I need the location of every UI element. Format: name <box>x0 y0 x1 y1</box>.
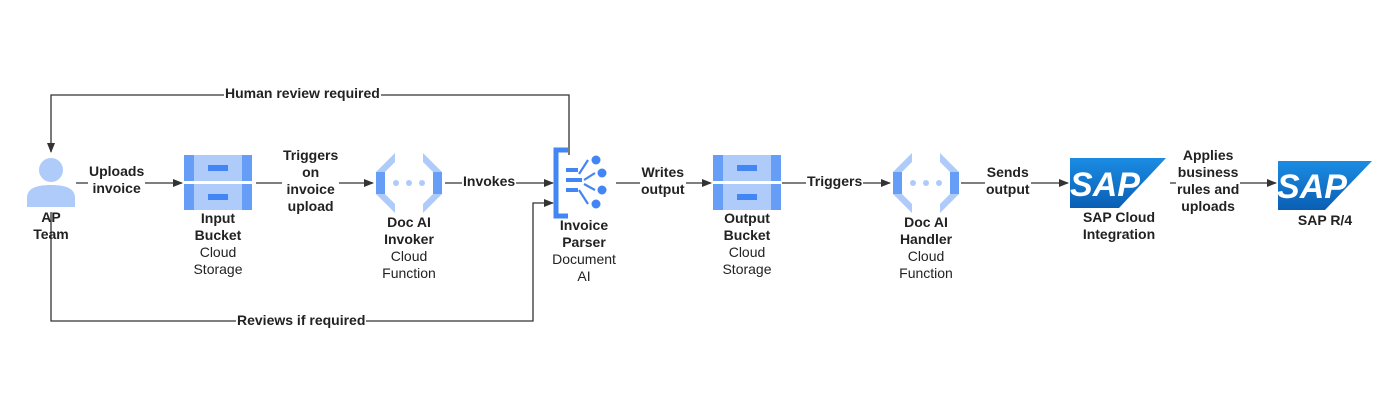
sap-logo-icon[interactable]: SAP ® <box>1277 161 1372 210</box>
document-ai-icon[interactable] <box>553 147 607 219</box>
storage-bucket-icon[interactable] <box>184 155 252 210</box>
svg-text:SAP: SAP <box>1277 168 1347 206</box>
person-icon[interactable] <box>27 158 75 207</box>
node-label-sap-r4: SAP R/4 <box>1297 212 1353 228</box>
edge-human-review <box>47 94 570 155</box>
svg-text:SAP: SAP <box>1070 166 1140 204</box>
svg-text:®: ® <box>1130 199 1136 207</box>
edge-label-triggers: Triggers <box>806 173 864 190</box>
cloud-function-icon[interactable] <box>376 153 442 213</box>
edge-reviews-if-required <box>50 199 554 322</box>
edge-label-invokes: Invokes <box>462 173 517 190</box>
edge-label-reviews: Reviews if required <box>236 312 367 329</box>
svg-text:®: ® <box>1337 201 1343 209</box>
sap-logo-icon[interactable]: SAP ® <box>1070 158 1166 208</box>
cloud-function-icon[interactable] <box>893 153 959 213</box>
edge-label-human-review: Human review required <box>224 85 381 102</box>
storage-bucket-icon[interactable] <box>713 155 781 210</box>
